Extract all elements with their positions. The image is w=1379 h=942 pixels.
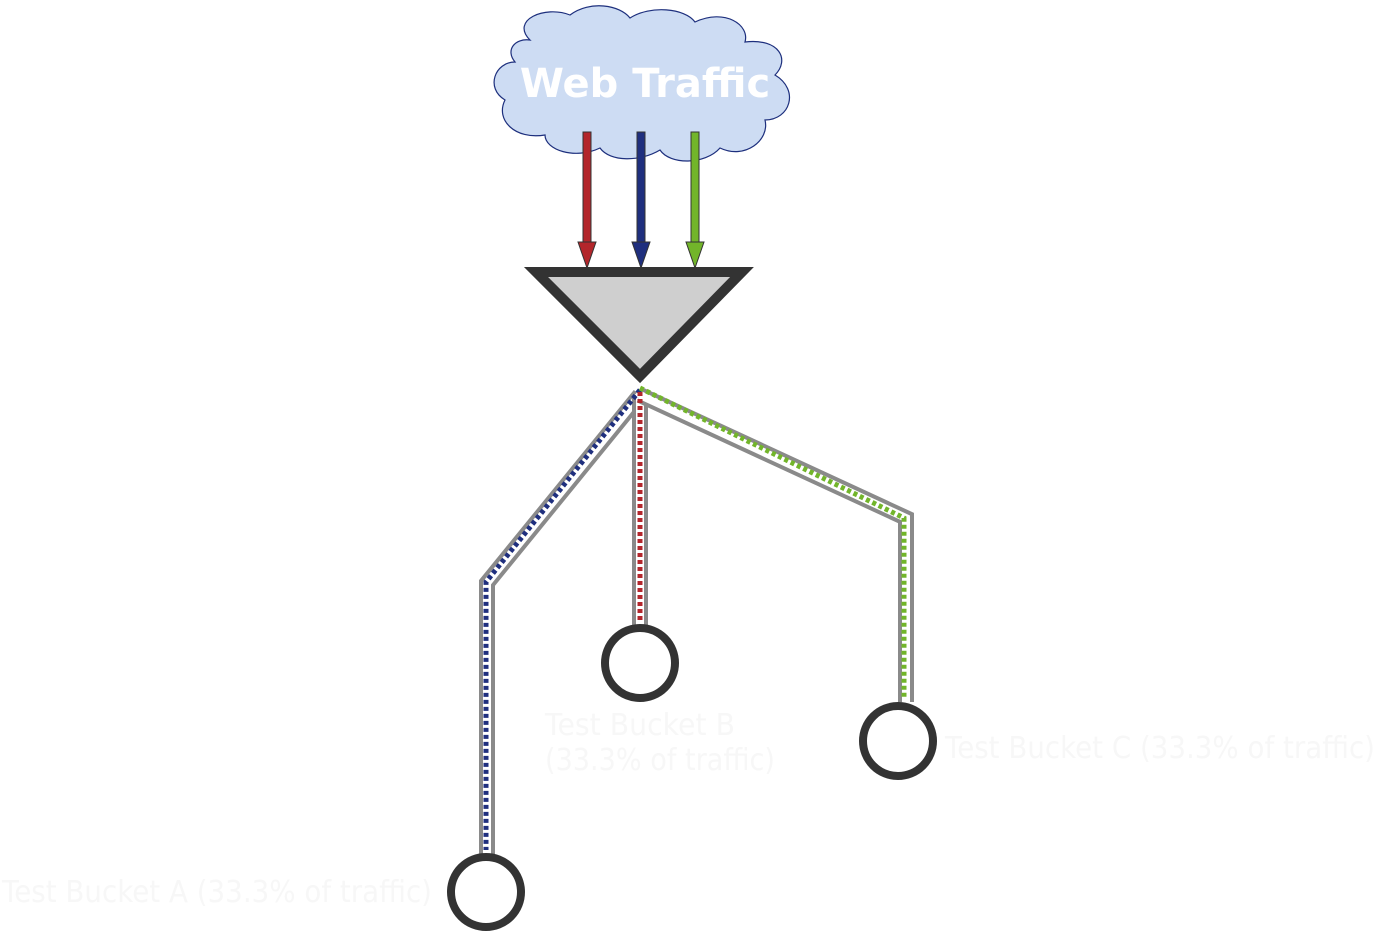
bucket-label-left: Test Bucket A (33.3% of traffic) [1,875,432,910]
green-arrow [685,131,705,270]
bucket-node-center [601,624,679,702]
red-arrow [577,131,597,270]
blue-arrow [631,131,651,270]
pipe-left-inner [483,392,644,855]
bucket-label-center-line1: Test Bucket B [544,708,735,743]
bucket-label-center-line2: (33.3% of traffic) [545,743,775,778]
flow-green [638,385,907,698]
traffic-splitter [523,267,754,384]
pipe-right-inner [638,391,910,702]
cloud-shape [493,5,791,162]
flow-blue [483,388,642,850]
split-pipes [479,387,914,855]
bucket-labels: Test Bucket A (33.3% of traffic) Test Bu… [1,708,1375,910]
pipe-right [636,387,914,702]
web-traffic-cloud: Web Traffic [493,5,791,162]
bucket-node-left [447,853,525,931]
bucket-node-right [859,702,937,780]
bucket-nodes [447,624,937,931]
traffic-flows [483,385,907,850]
bucket-label-right: Test Bucket C (33.3% of traffic) [944,731,1375,766]
cloud-title: Web Traffic [520,61,770,107]
pipe-left [479,389,647,855]
incoming-arrows [577,131,705,270]
